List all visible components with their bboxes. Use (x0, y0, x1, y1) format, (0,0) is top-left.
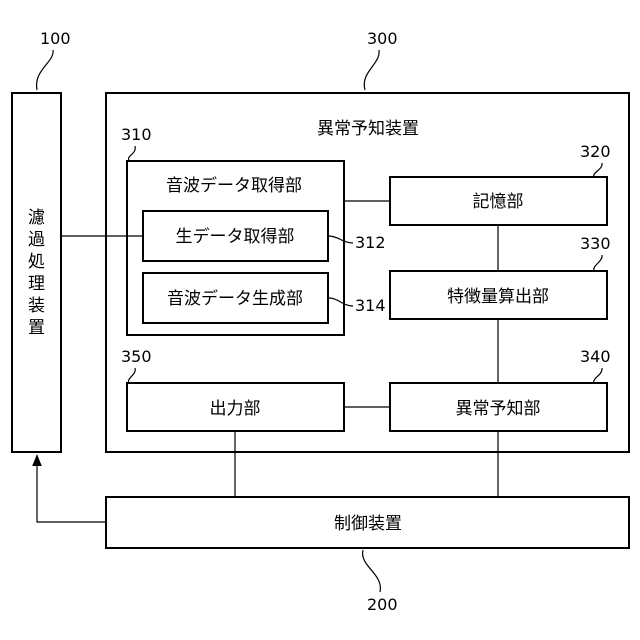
svg-text:濾: 濾 (28, 208, 45, 228)
ref-320: 320 (580, 142, 611, 161)
raw-data-unit-label: 生データ取得部 (176, 226, 295, 247)
filter-device-box (12, 93, 61, 452)
acquisition-unit-label: 音波データ取得部 (166, 175, 302, 196)
generation-unit-label: 音波データ生成部 (167, 288, 303, 309)
control-device-label: 制御装置 (334, 514, 402, 534)
ref-100: 100 (40, 29, 71, 48)
svg-text:装: 装 (28, 296, 45, 316)
ref-340: 340 (580, 347, 611, 366)
leader-100 (37, 50, 54, 90)
svg-text:処: 処 (28, 252, 45, 272)
storage-unit-label: 記憶部 (473, 192, 524, 212)
ref-330: 330 (580, 234, 611, 253)
ref-314: 314 (355, 296, 386, 315)
anomaly-unit-label: 異常予知部 (456, 399, 541, 419)
leader-300 (364, 50, 379, 90)
ref-310: 310 (121, 125, 152, 144)
svg-text:過: 過 (28, 230, 45, 250)
leader-200 (363, 550, 381, 592)
predictor-device-title: 異常予知装置 (317, 119, 419, 139)
output-unit-label: 出力部 (210, 399, 261, 419)
arrow-controller-to-filter (37, 460, 106, 522)
feature-unit-label: 特徴量算出部 (447, 287, 549, 307)
ref-312: 312 (355, 233, 386, 252)
ref-350: 350 (121, 347, 152, 366)
svg-text:置: 置 (28, 318, 45, 338)
ref-300: 300 (367, 29, 398, 48)
svg-text:理: 理 (28, 274, 45, 294)
ref-200: 200 (367, 595, 398, 614)
